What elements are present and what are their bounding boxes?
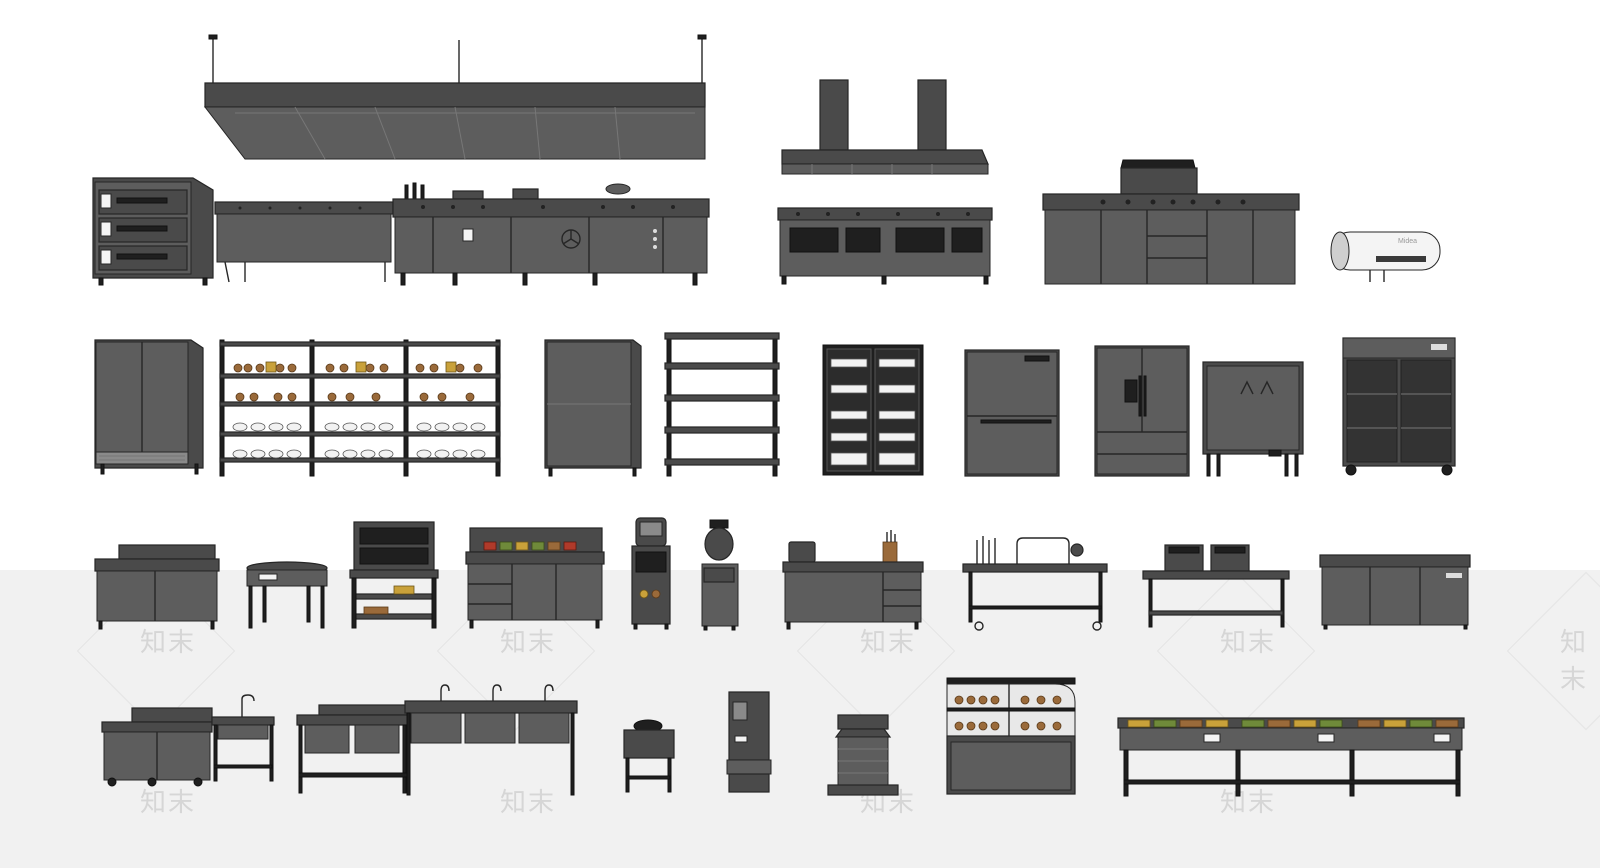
single-sink <box>211 694 275 782</box>
hot-food-buffet-counter <box>1117 717 1465 797</box>
watermark-text: 知末 <box>1220 788 1277 818</box>
watermark-text: 知末 <box>860 628 917 658</box>
bakery-display-case <box>946 677 1076 795</box>
griddle-counter <box>214 201 394 283</box>
grill-island <box>1042 159 1300 285</box>
disinfection-cabinet <box>822 344 924 476</box>
dish-drying-trolley <box>962 536 1108 631</box>
refrigerator-bottom-freezer <box>964 349 1060 477</box>
cabinet-range <box>777 207 993 285</box>
upright-freezer <box>94 339 204 475</box>
double-sink-bench <box>296 704 410 794</box>
exhaust-hood-large <box>203 34 707 160</box>
storage-cabinet <box>544 339 642 477</box>
water-heater <box>1330 231 1441 282</box>
single-burner-stove <box>246 561 328 629</box>
triple-sink <box>404 684 578 796</box>
undercounter-refrigerator <box>1319 554 1471 630</box>
pizza-oven-stand <box>349 521 439 629</box>
watermark-text: 知末 <box>140 788 197 818</box>
prep-counter-knife-block <box>782 530 924 630</box>
glass-door-chiller <box>1342 337 1456 476</box>
food-warmer-cart <box>631 517 671 630</box>
wire-rack <box>664 332 780 477</box>
watermark-text: 知末 <box>140 628 197 658</box>
deck-oven <box>92 177 214 286</box>
rice-steamer <box>827 714 899 796</box>
water-boiler <box>726 691 772 793</box>
exhaust-hood-small <box>781 79 989 175</box>
double-stockpot-range <box>101 707 213 787</box>
watermark-text: 知末 <box>500 788 557 818</box>
watermark-text: 知末 <box>1560 628 1589 695</box>
french-door-refrigerator <box>1094 345 1190 477</box>
cooking-range-line <box>392 182 710 286</box>
salad-prep-counter <box>465 527 605 629</box>
storage-shelving <box>219 339 501 477</box>
watermark-text: 知末 <box>500 628 557 658</box>
watermark-text: 知末 <box>1220 628 1277 658</box>
wok-burner <box>623 719 675 793</box>
soup-kettle-cabinet <box>701 519 739 631</box>
deep-fryer-station <box>1142 544 1290 628</box>
steam-cabinet <box>1202 361 1304 477</box>
heater-brand-label: Midea <box>1398 238 1418 245</box>
low-stock-pot-range <box>94 544 220 630</box>
